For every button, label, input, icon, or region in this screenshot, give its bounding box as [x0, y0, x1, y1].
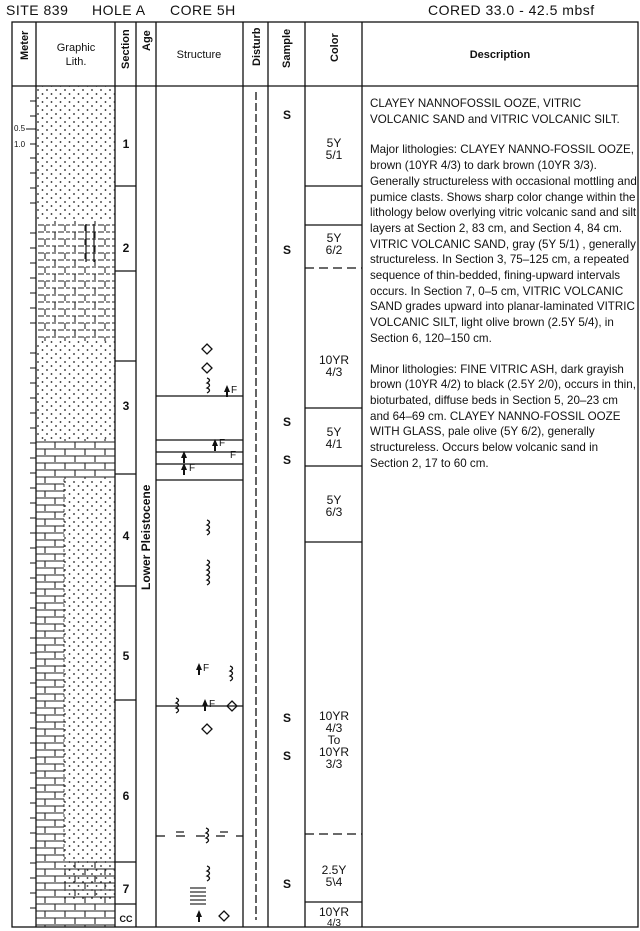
fining-upward-label: F: [209, 699, 215, 710]
sample-marker: S: [283, 711, 291, 725]
color-code: 10YR: [319, 905, 349, 919]
planar-lamination-icon: [190, 888, 206, 904]
fining-upward-label: F: [230, 450, 236, 461]
fining-upward-label: F: [203, 663, 209, 674]
section-number-4: 4: [123, 529, 130, 543]
color-code: 4/1: [326, 437, 343, 451]
color-codes: 5Y 5/1 5Y 6/2 10YR 4/3 5Y 4/1 5Y 6/3 10Y…: [319, 136, 349, 929]
bioturbation-icon: [207, 520, 210, 535]
sample-marker: S: [283, 877, 291, 891]
section-number-5: 5: [123, 649, 130, 663]
header-meter: Meter: [19, 30, 31, 60]
fining-upward-arrow-icon: [196, 910, 202, 922]
color-code: 5\4: [326, 875, 343, 889]
section-number-cc: CC: [120, 914, 133, 924]
sample-marker: S: [283, 108, 291, 122]
header-section: Section: [120, 29, 132, 69]
meter-label-1-0: 1.0: [14, 140, 26, 149]
header-structure: Structure: [177, 49, 222, 61]
age-label: Lower Pleistocene: [139, 484, 153, 590]
bioturbation-icon: [206, 828, 209, 843]
color-code: 4/3: [326, 365, 343, 379]
fining-upward-label: F: [219, 438, 225, 449]
fining-upward-arrow-icon: [224, 385, 230, 397]
bioturbation-icon: [207, 378, 210, 393]
fining-upward-arrow-icon: [181, 451, 187, 463]
fining-upward-arrow-icon: [181, 463, 187, 475]
fining-upward-label: F: [189, 463, 195, 474]
sample-marker: S: [283, 243, 291, 257]
color-code: 3/3: [326, 757, 343, 771]
section-number-3: 3: [123, 399, 130, 413]
header-sample: Sample: [281, 29, 293, 68]
sample-marker: S: [283, 453, 291, 467]
bioturbation-icon: [207, 866, 210, 881]
header-color: Color: [329, 33, 341, 62]
description-major: Major lithologies: CLAYEY NANNO-FOSSIL O…: [370, 142, 638, 346]
header-graphic-2: Lith.: [66, 56, 87, 68]
section-number-2: 2: [123, 241, 130, 255]
description-minor: Minor lithologies: FINE VITRIC ASH, dark…: [370, 362, 638, 472]
sample-marker: S: [283, 749, 291, 763]
section-number-7: 7: [123, 882, 130, 896]
meter-label-0-5: 0.5: [14, 124, 26, 133]
pumice-clast-icon: [202, 724, 212, 734]
color-code: 6/3: [326, 505, 343, 519]
sample-marker: S: [283, 415, 291, 429]
description-title: CLAYEY NANNOFOSSIL OOZE, VITRIC VOLCANIC…: [370, 96, 638, 127]
pumice-clast-icon: [219, 911, 229, 921]
meter-scale: [26, 101, 36, 908]
header-description: Description: [470, 49, 531, 61]
header-graphic-1: Graphic: [57, 42, 96, 54]
section-number-1: 1: [123, 137, 130, 151]
color-code: 5/1: [326, 148, 343, 162]
fining-upward-arrow-icon: [196, 663, 202, 675]
header-disturb: Disturb: [251, 27, 263, 66]
pumice-clast-icon: [202, 344, 212, 354]
fining-upward-arrow-icon: [212, 439, 218, 451]
bioturbation-icon: [230, 666, 233, 681]
fining-upward-label: F: [231, 385, 237, 396]
color-code: 4/3: [327, 918, 341, 929]
section-number-6: 6: [123, 789, 130, 803]
bioturbation-icon: [207, 560, 210, 585]
description-text: CLAYEY NANNOFOSSIL OOZE, VITRIC VOLCANIC…: [370, 96, 638, 486]
header-age: Age: [141, 30, 153, 51]
pumice-clast-icon: [202, 363, 212, 373]
color-code: 6/2: [326, 243, 343, 257]
fining-upward-arrow-icon: [202, 699, 208, 711]
graphic-lithology: [36, 86, 115, 927]
